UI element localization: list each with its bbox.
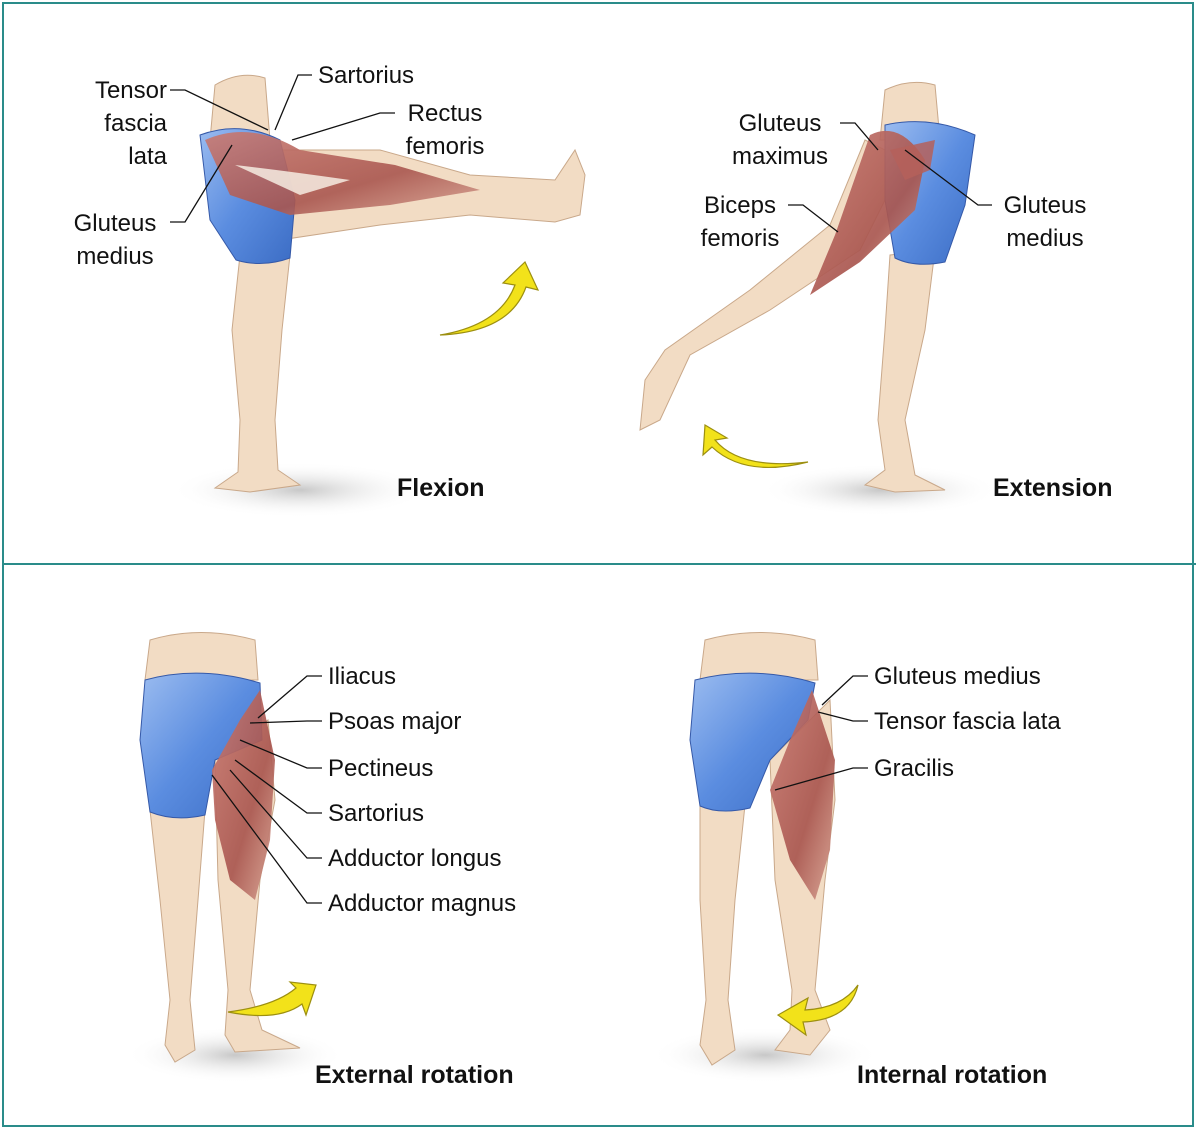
label-gluteus-maximus: Gluteus maximus: [720, 107, 840, 173]
flexion-figure: [170, 75, 585, 518]
label-gluteus-medius: Gluteus medius: [60, 207, 170, 273]
label-tensor-fascia-lata-int: Tensor fascia lata: [874, 705, 1061, 738]
label-sartorius: Sartorius: [318, 59, 414, 92]
caption-external-rotation: External rotation: [315, 1061, 514, 1090]
caption-flexion: Flexion: [397, 474, 485, 503]
label-rectus-femoris: Rectus femoris: [395, 97, 495, 163]
label-gluteus-medius-ext: Gluteus medius: [995, 189, 1095, 255]
internal-rotation-figure: [650, 633, 880, 1084]
caption-internal-rotation: Internal rotation: [857, 1061, 1047, 1090]
caption-extension: Extension: [993, 474, 1112, 503]
label-iliacus: Iliacus: [328, 660, 396, 693]
curved-arrow-icon: [440, 262, 538, 335]
label-biceps-femoris: Biceps femoris: [692, 189, 788, 255]
label-tensor-fascia-lata: Tensor fascia lata: [60, 74, 167, 173]
label-gluteus-medius-int: Gluteus medius: [874, 660, 1041, 693]
label-sartorius-ext: Sartorius: [328, 797, 424, 830]
label-adductor-magnus: Adductor magnus: [328, 887, 516, 920]
label-pectineus: Pectineus: [328, 752, 433, 785]
curved-arrow-icon: [703, 425, 808, 467]
label-gracilis: Gracilis: [874, 752, 954, 785]
label-adductor-longus: Adductor longus: [328, 842, 501, 875]
label-psoas-major: Psoas major: [328, 705, 461, 738]
